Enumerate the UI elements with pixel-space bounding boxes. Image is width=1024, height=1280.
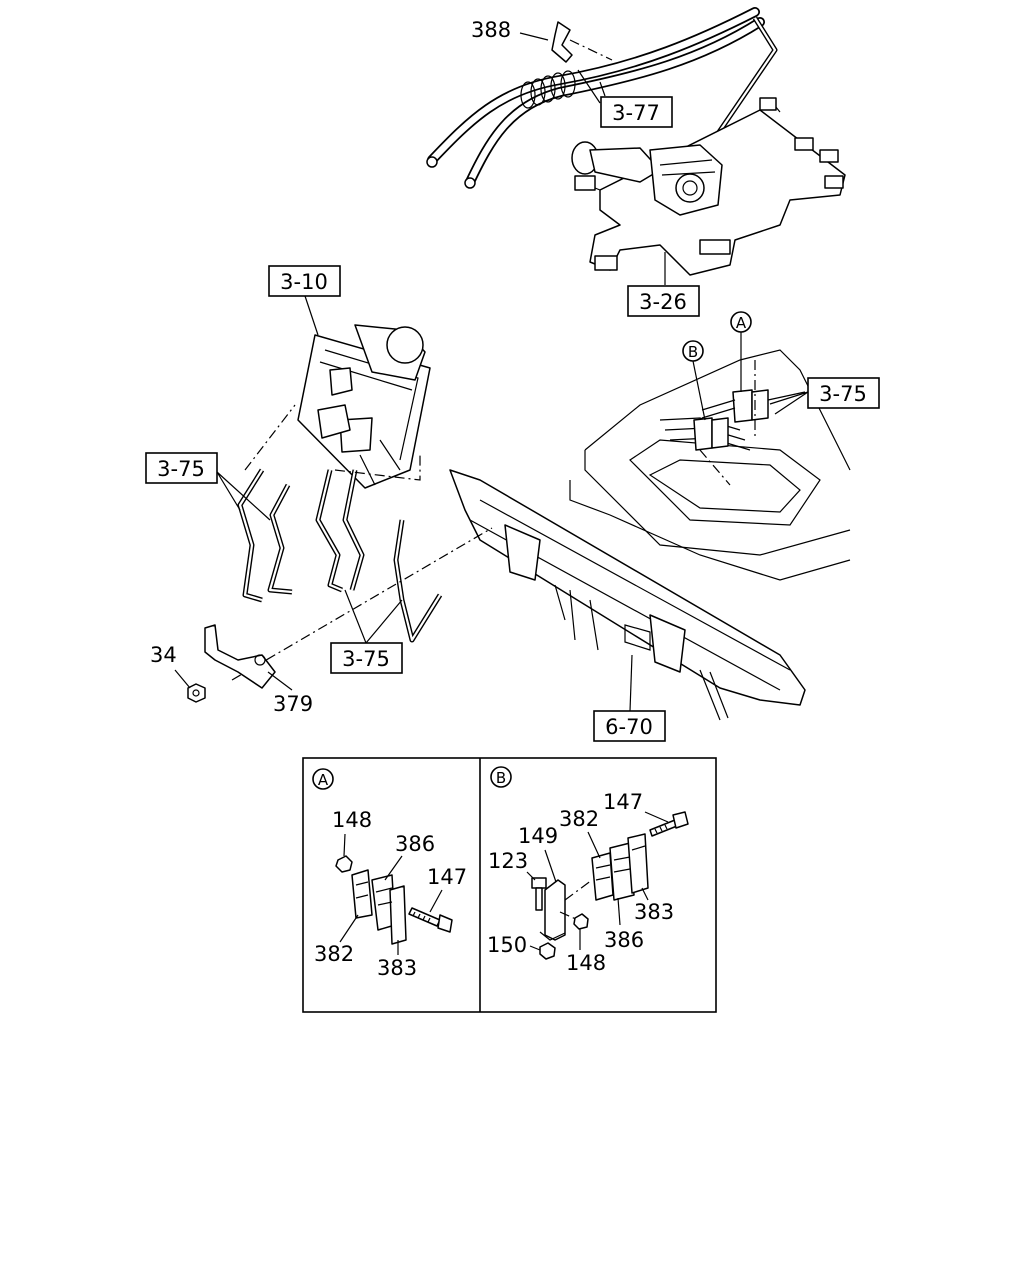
detail-a-nut-148 xyxy=(335,855,353,873)
detail-b-bolt-147 xyxy=(649,811,689,837)
detail-b-nut-150 xyxy=(539,942,556,960)
detail-b-label-382: 382 xyxy=(559,807,599,831)
nut-34 xyxy=(187,683,206,703)
label-379: 379 xyxy=(273,692,313,716)
detail-b-clamp-383 xyxy=(627,833,649,894)
ref-3-10-label: 3-10 xyxy=(280,270,328,294)
detail-a-label-382: 382 xyxy=(314,942,354,966)
ref-3-75-left: 3-75 xyxy=(145,452,218,484)
detail-b-label-383: 383 xyxy=(634,900,674,924)
detail-b-bolt-123 xyxy=(531,877,547,911)
detail-b-label-148: 148 xyxy=(566,951,606,975)
ref-3-75-bottom: 3-75 xyxy=(330,642,403,674)
detail-a-badge-letter: A xyxy=(318,771,329,789)
detail-a-clamp-382 xyxy=(351,869,373,919)
detail-b: B 147 382 149 123 383 386 150 xyxy=(487,766,689,975)
callout-a-letter: A xyxy=(736,314,747,332)
clip-388 xyxy=(551,21,573,63)
ref-3-26-label: 3-26 xyxy=(639,290,687,314)
detail-a-clamp-383 xyxy=(389,885,407,945)
detail-a-label-386: 386 xyxy=(395,832,435,856)
callout-a: A xyxy=(730,311,752,333)
ref-3-75-right: 3-75 xyxy=(807,377,880,409)
crossmember xyxy=(449,469,806,721)
label-34: 34 xyxy=(150,643,177,667)
brake-pipes-left xyxy=(237,468,443,643)
detail-b-nut-148 xyxy=(573,913,589,930)
detail-a-label-383: 383 xyxy=(377,956,417,980)
detail-b-label-386: 386 xyxy=(604,928,644,952)
ref-3-75-right-label: 3-75 xyxy=(819,382,867,406)
pipe-clamp-b-location xyxy=(693,417,729,451)
callout-b-letter: B xyxy=(688,343,698,361)
ref-3-77: 3-77 xyxy=(600,96,673,128)
bracket-379 xyxy=(204,624,276,689)
hose-assembly xyxy=(426,7,778,189)
ref-3-75-left-label: 3-75 xyxy=(157,457,205,481)
detail-a-badge: A xyxy=(312,768,334,790)
callout-b: B xyxy=(682,340,704,362)
detail-b-label-150: 150 xyxy=(487,933,527,957)
detail-b-badge: B xyxy=(490,766,512,788)
detail-b-badge-letter: B xyxy=(496,769,506,787)
detail-a-label-147: 147 xyxy=(427,865,467,889)
pedal-bracket-assembly xyxy=(297,324,431,489)
ref-6-70: 6-70 xyxy=(593,710,666,742)
detail-a-label-148: 148 xyxy=(332,808,372,832)
pump-body xyxy=(571,141,723,216)
pipe-clamp-a-location xyxy=(701,389,806,423)
detail-b-label-123: 123 xyxy=(488,849,528,873)
detail-a-bolt-147 xyxy=(408,907,453,933)
detail-b-bracket-149 xyxy=(544,879,566,941)
ref-3-10: 3-10 xyxy=(268,265,341,297)
detail-b-label-147: 147 xyxy=(603,790,643,814)
label-388: 388 xyxy=(471,18,511,42)
floor-panel xyxy=(569,349,851,581)
ref-3-26: 3-26 xyxy=(627,285,700,317)
ref-3-75-bottom-label: 3-75 xyxy=(342,647,390,671)
ref-3-77-label: 3-77 xyxy=(612,101,660,125)
detail-b-label-149: 149 xyxy=(518,824,558,848)
ref-6-70-label: 6-70 xyxy=(605,715,653,739)
detail-a: A 148 386 147 382 383 xyxy=(312,768,467,980)
